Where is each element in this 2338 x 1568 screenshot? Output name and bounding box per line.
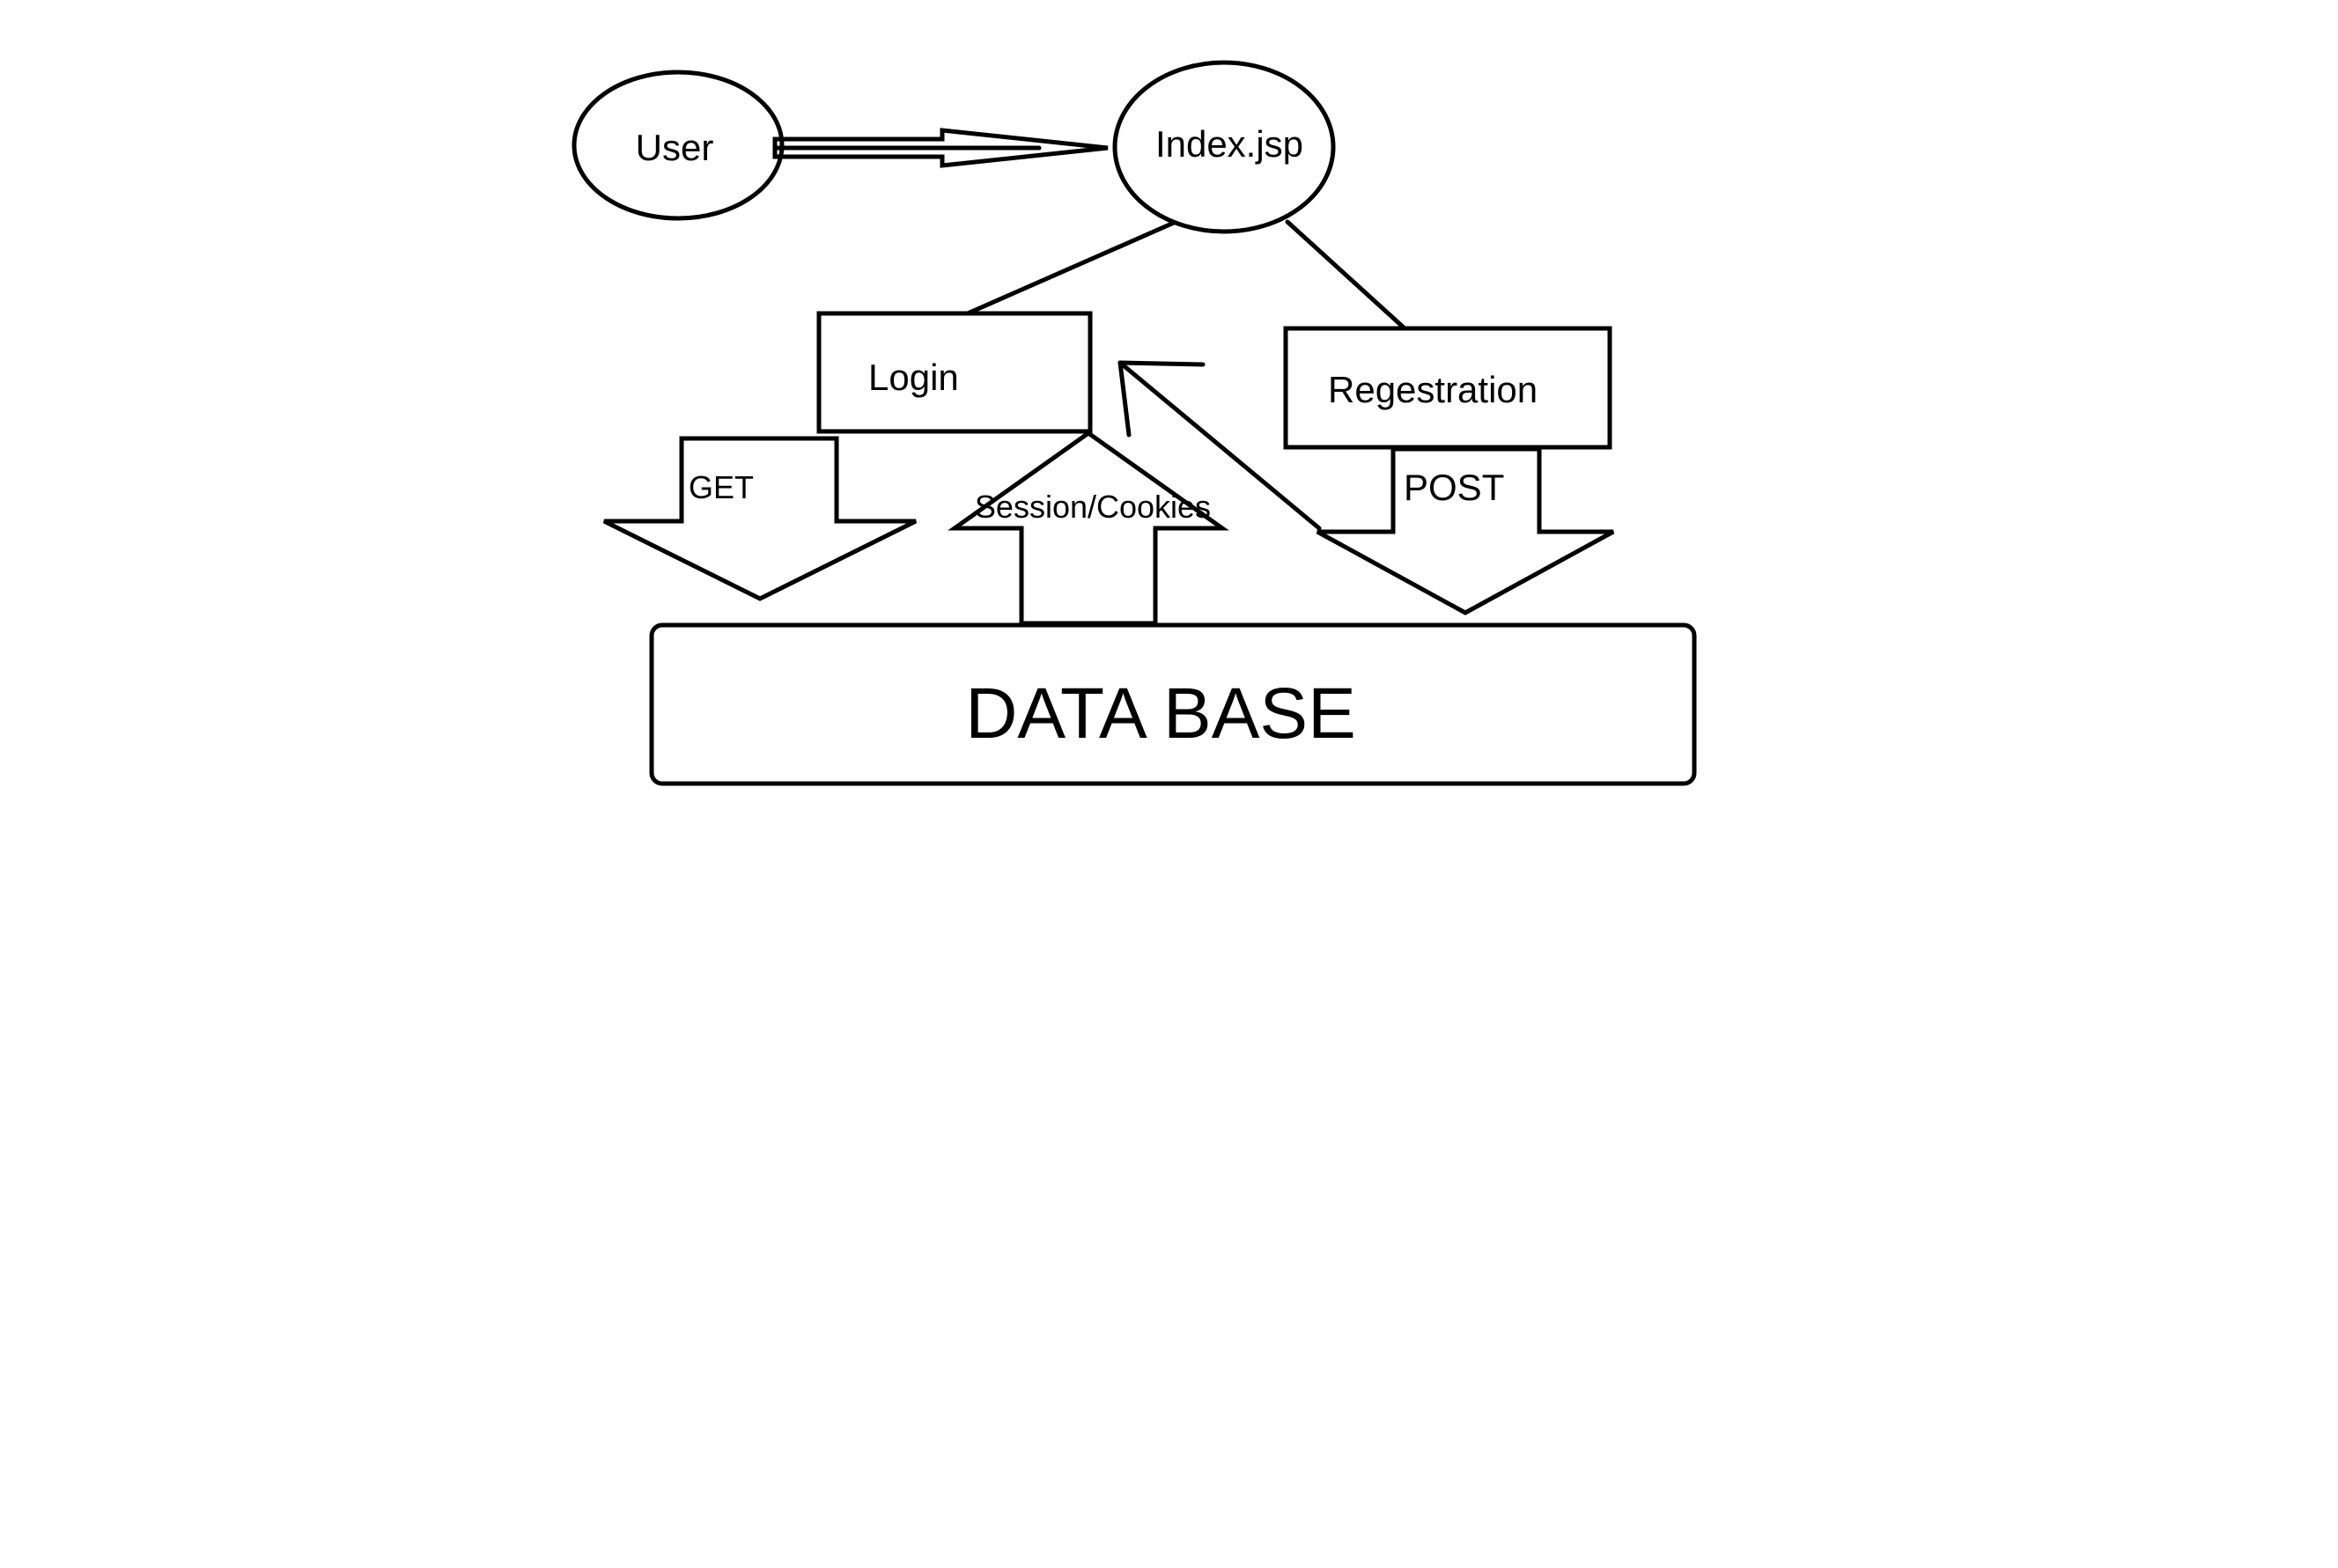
get-label: GET [689,469,754,505]
session-label: Session/Cookies [975,489,1211,525]
index-label: Index.jsp [1155,123,1303,165]
session-arrow: Session/Cookies [948,430,1229,626]
get-arrow-shape [602,436,918,601]
user-node: User [572,70,785,221]
return-arrow-head-top [1117,360,1206,367]
user-ellipse [572,70,785,221]
double-arrow-outline [772,128,1109,168]
index-node: Index.jsp [1112,60,1336,234]
index-ellipse [1112,60,1336,234]
database-box [649,622,1697,786]
login-label: Login [868,357,959,398]
post-label: POST [1404,467,1504,508]
database-label: DATA BASE [965,674,1356,754]
index-to-login-line [937,220,1176,328]
database-node: DATA BASE [649,622,1697,786]
user-to-index-arrow [772,128,1109,168]
get-arrow: GET [602,436,918,601]
return-to-login-arrow [1117,360,1322,531]
registration-node: Regestration [1283,326,1612,450]
login-node: Login [816,311,1093,434]
login-box [816,311,1093,434]
return-arrow-head-bottom [1117,360,1132,438]
user-label: User [636,127,714,168]
return-arrow-shaft [1117,360,1322,531]
session-arrow-shape [948,430,1229,626]
index-to-registration-line [1285,219,1406,330]
post-arrow: POST [1316,446,1615,615]
registration-label: Regestration [1328,369,1538,410]
post-arrow-shape [1316,446,1615,615]
